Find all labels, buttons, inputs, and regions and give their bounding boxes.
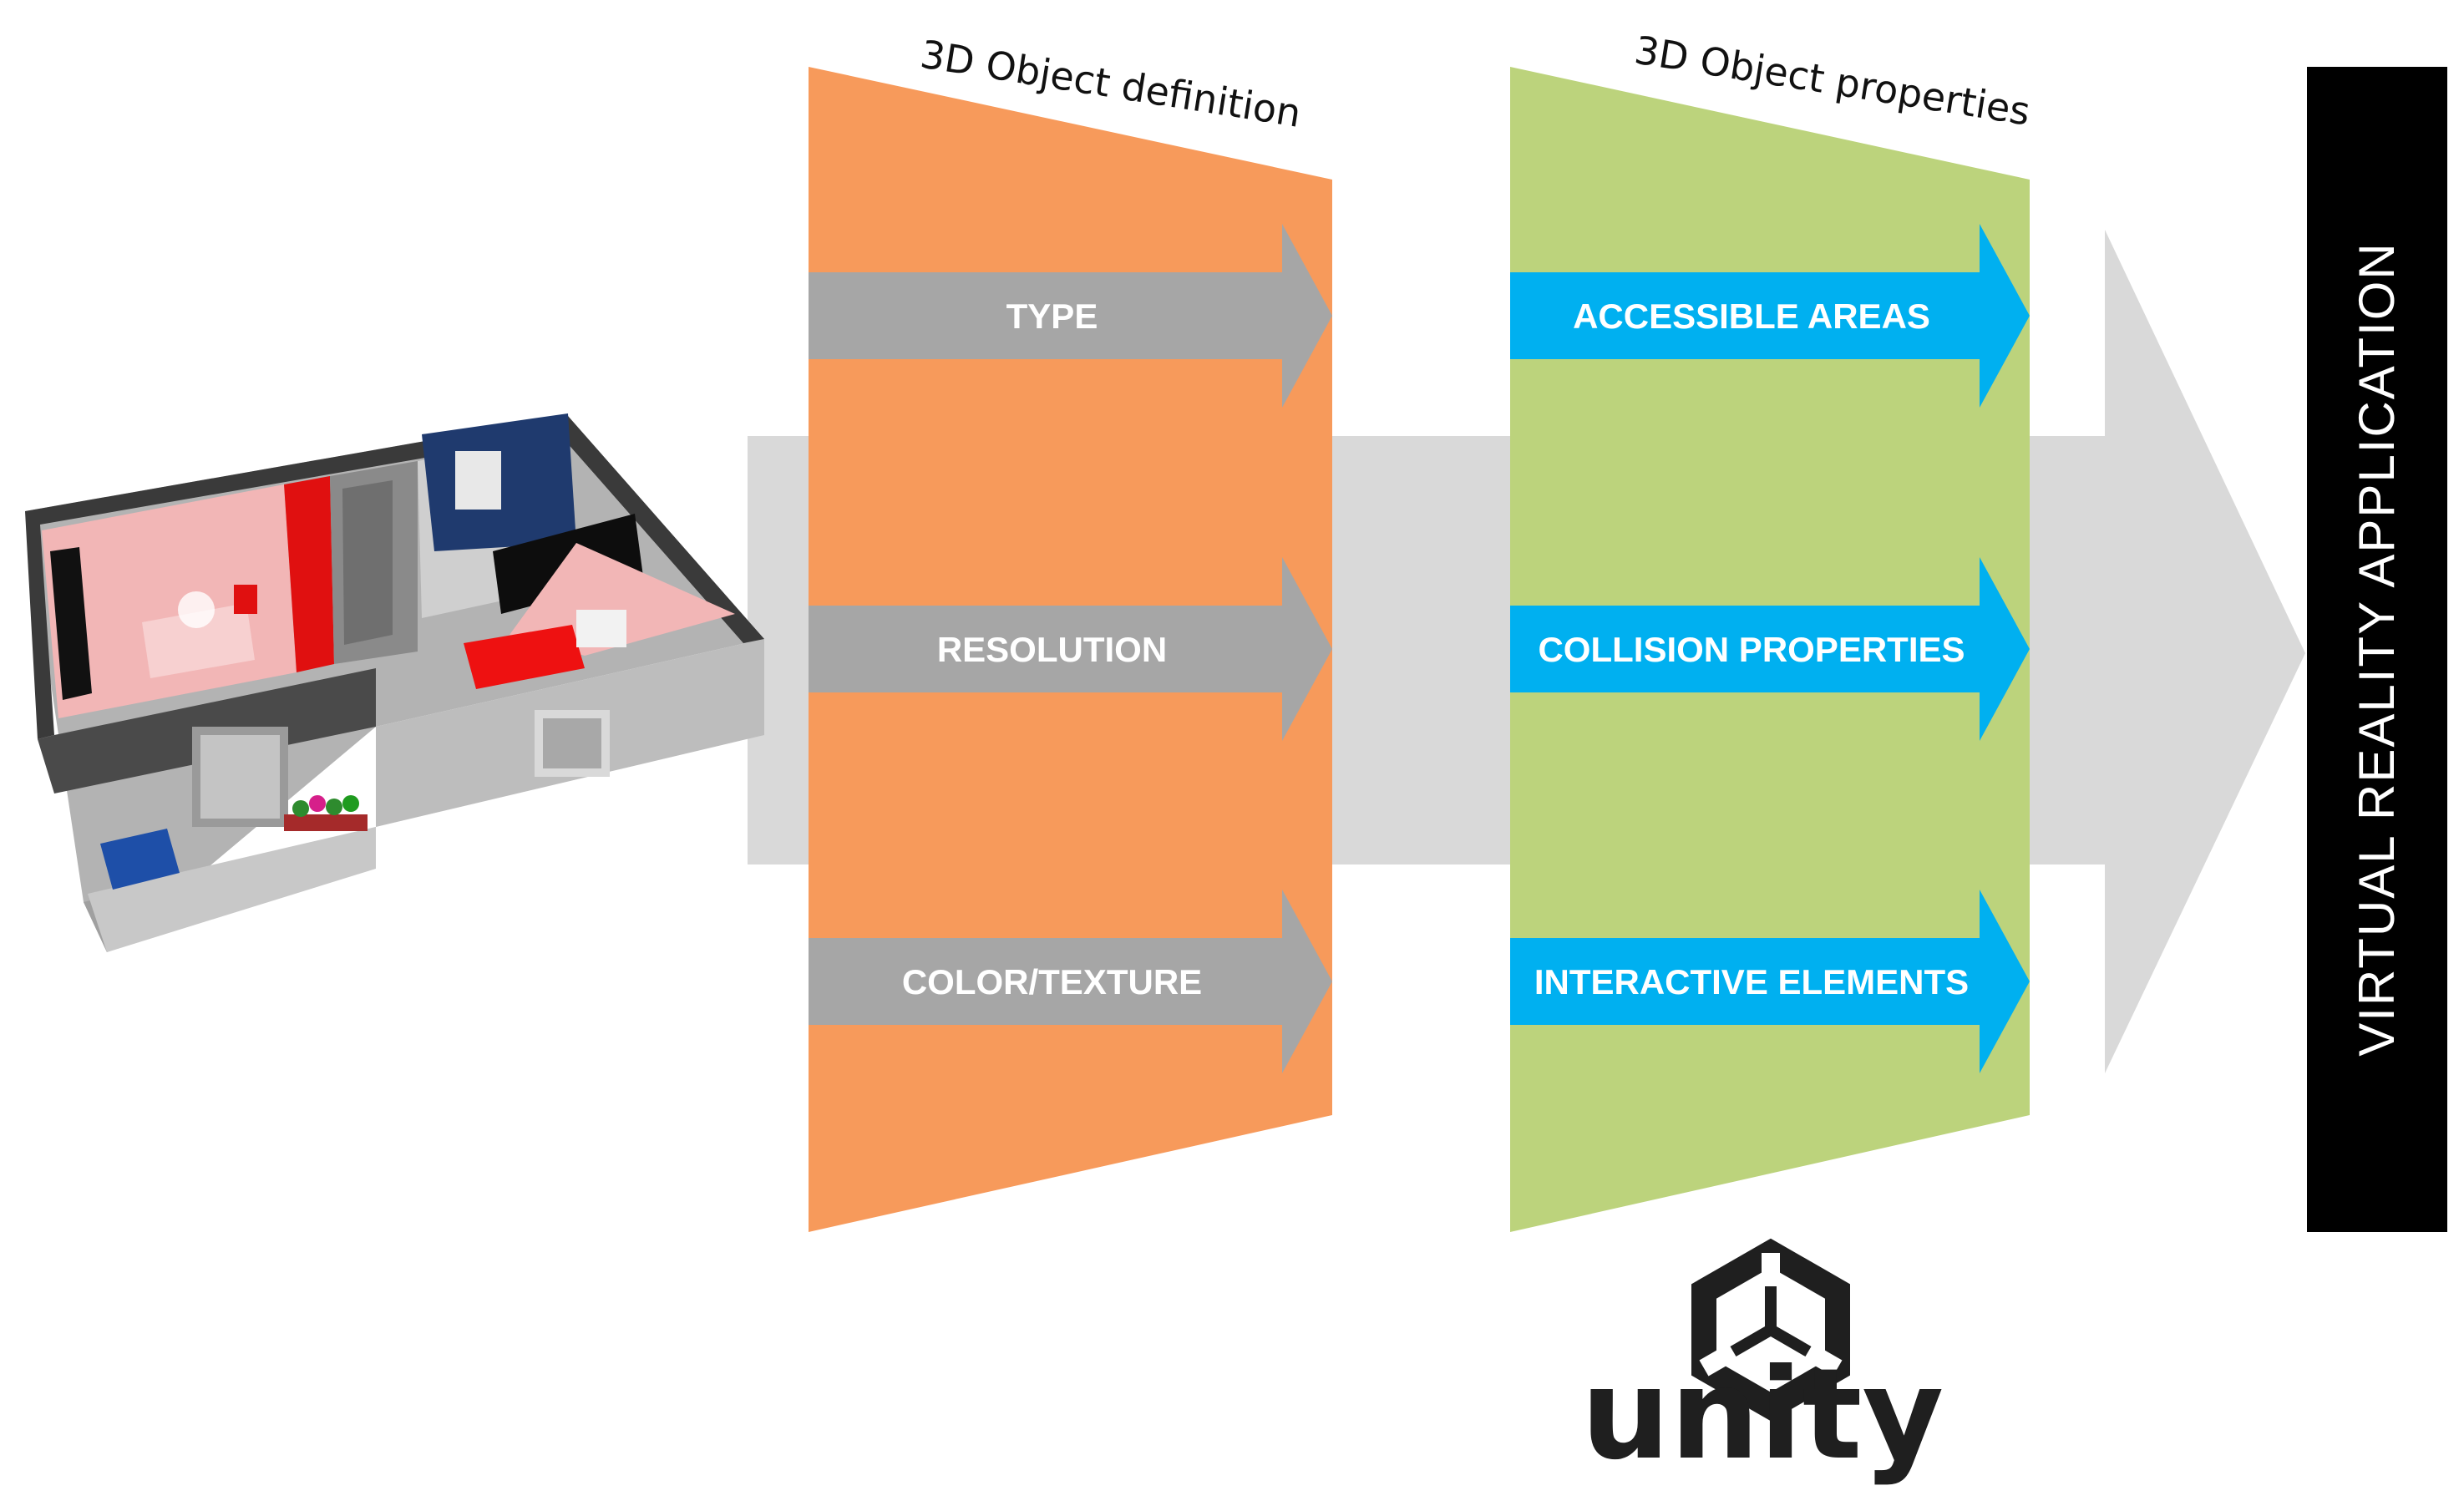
definition-item-1-arrow bbox=[809, 224, 1332, 408]
definition-item-3-label: COLOR/TEXTURE bbox=[902, 962, 1202, 1001]
definition-item-2-label: RESOLUTION bbox=[937, 630, 1167, 669]
3d-floor-plan-model bbox=[25, 413, 764, 952]
unity-wordmark: unity bbox=[1581, 1342, 1944, 1488]
property-item-1-label: ACCESSIBLE AREAS bbox=[1573, 297, 1930, 336]
property-item-2-arrow bbox=[1510, 557, 2030, 741]
definition-item-1-label: TYPE bbox=[1006, 297, 1098, 336]
property-item-3-label: INTERACTIVE ELEMENTS bbox=[1534, 962, 1969, 1001]
properties-panel: 3D Object properties ACCESSIBLE AREASCOL… bbox=[1510, 28, 2033, 1232]
vr-application-bar: VIRTUAL REALITY APPLICATION bbox=[2307, 67, 2447, 1232]
vr-application-label: VIRTUAL REALITY APPLICATION bbox=[2349, 241, 2405, 1056]
property-item-2-label: COLLISION PROPERTIES bbox=[1538, 630, 1965, 669]
property-item-3-arrow bbox=[1510, 890, 2030, 1073]
property-item-1-arrow bbox=[1510, 224, 2030, 408]
definition-item-2-arrow bbox=[809, 557, 1332, 741]
definition-item-3-arrow bbox=[809, 890, 1332, 1073]
definition-panel: 3D Object definition TYPERESOLUTIONCOLOR… bbox=[809, 32, 1332, 1232]
unity-cube-icon bbox=[1691, 1238, 1850, 1422]
unity-logo: unity bbox=[1581, 1238, 1944, 1488]
